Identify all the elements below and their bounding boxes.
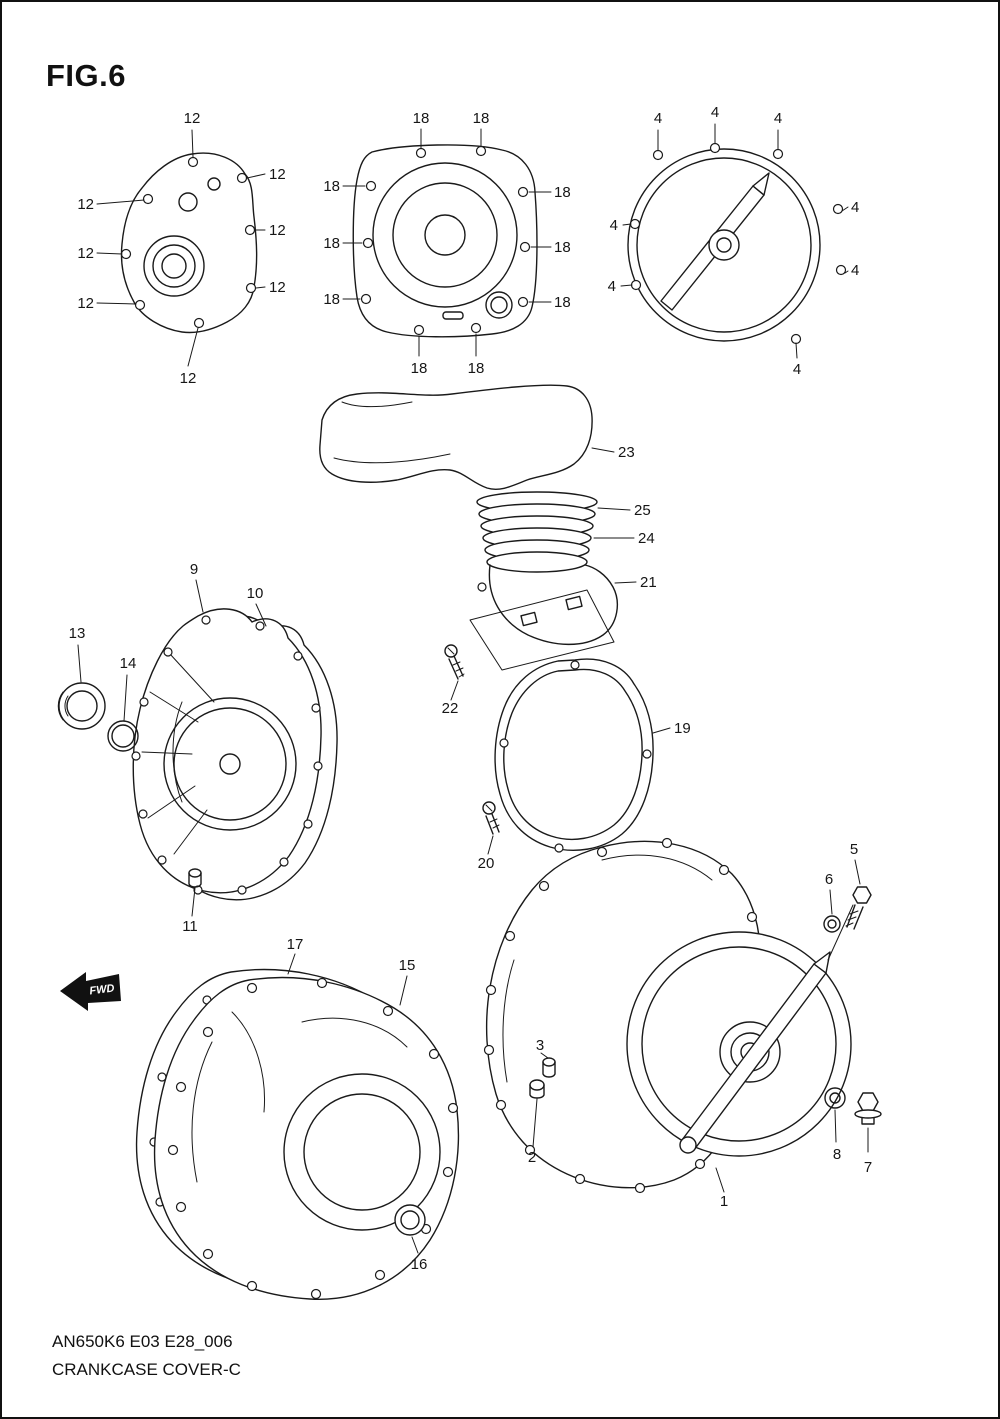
leader-lines-12 — [96, 129, 266, 367]
callout-4: 4 — [851, 199, 859, 216]
plug-bolt-7: 7 — [854, 1092, 882, 1176]
hose-21-outline — [488, 564, 619, 646]
callout-18: 18 — [473, 110, 490, 127]
leader-lines-15-16-17 — [287, 953, 419, 1254]
leader-lines-9-10 — [195, 579, 267, 627]
callout-7: 7 — [864, 1159, 872, 1176]
callout-4: 4 — [711, 104, 719, 121]
cover-crankcase-mid: 18 18 18 18 18 18 18 18 18 18 — [323, 110, 570, 377]
figure-caption: CRANKCASE COVER-C — [52, 1360, 241, 1379]
callout-12: 12 — [269, 279, 286, 296]
callout-18: 18 — [323, 178, 340, 195]
callout-4: 4 — [610, 217, 618, 234]
callout-4: 4 — [851, 262, 859, 279]
callout-12: 12 — [269, 222, 286, 239]
callout-12: 12 — [77, 196, 94, 213]
callout-1: 1 — [720, 1193, 728, 1210]
callout-4: 4 — [608, 278, 616, 295]
callout-4: 4 — [793, 361, 801, 378]
callout-12: 12 — [180, 370, 197, 387]
callout-12: 12 — [269, 166, 286, 183]
callout-16: 16 — [411, 1256, 428, 1273]
callout-9: 9 — [190, 561, 198, 578]
washer-8: 8 — [824, 1087, 846, 1163]
callout-8: 8 — [833, 1146, 841, 1163]
callout-18: 18 — [468, 360, 485, 377]
leader-lines-18 — [342, 128, 552, 357]
callout-21: 21 — [640, 574, 657, 591]
o-ring-14: 14 — [107, 655, 139, 752]
fwd-arrow: FWD — [60, 972, 121, 1011]
dowel-3 — [542, 1057, 556, 1078]
cover-clutch-round: 4 4 4 4 4 4 4 4 — [608, 104, 860, 378]
dowel-2 — [529, 1079, 545, 1099]
cover-9-outline — [132, 608, 322, 894]
callout-22: 22 — [442, 700, 459, 717]
gasket-19-outline — [494, 658, 654, 851]
duct-bellows: 25 24 21 — [469, 491, 657, 671]
leader-lines-4 — [620, 123, 849, 359]
washer-6: 6 — [823, 871, 841, 933]
callout-18: 18 — [411, 360, 428, 377]
cover-bottom-right: 1 2 3 — [483, 837, 854, 1210]
callout-24: 24 — [638, 530, 655, 547]
callout-12: 12 — [77, 245, 94, 262]
callout-5: 5 — [850, 841, 858, 858]
screw-20: 20 — [478, 801, 500, 872]
callout-2: 2 — [528, 1149, 536, 1166]
callout-6: 6 — [825, 871, 833, 888]
callout-18: 18 — [554, 294, 571, 311]
cover-15-outline — [153, 976, 460, 1300]
callout-23: 23 — [618, 444, 635, 461]
callout-14: 14 — [120, 655, 137, 672]
nub-11: 11 — [182, 868, 202, 935]
callout-18: 18 — [554, 184, 571, 201]
callout-15: 15 — [399, 957, 416, 974]
callout-11: 11 — [182, 918, 198, 935]
figure-footer: AN650K6 E03 E28_006 CRANKCASE COVER-C — [52, 1328, 241, 1384]
cover-left-ribbed: 9 10 — [131, 561, 338, 901]
callout-4: 4 — [654, 110, 662, 127]
callout-3: 3 — [536, 1037, 544, 1054]
cover-12-outline — [120, 152, 258, 334]
seal-16 — [394, 1204, 426, 1236]
screw-22: 22 — [442, 644, 465, 717]
cover-magneto-small: 12 12 12 12 12 12 12 12 — [77, 110, 285, 387]
callout-25: 25 — [634, 502, 651, 519]
figure-code: AN650K6 E03 E28_006 — [52, 1332, 233, 1351]
callout-20: 20 — [478, 855, 495, 872]
air-duct: 23 — [319, 384, 635, 490]
callout-19: 19 — [674, 720, 691, 737]
cover-18-outline — [352, 144, 538, 338]
fwd-arrow-icon — [60, 972, 121, 1011]
callout-13: 13 — [69, 625, 86, 642]
callout-12: 12 — [77, 295, 94, 312]
duct-23-outline — [319, 384, 593, 490]
fwd-label: FWD — [89, 983, 115, 998]
callout-17: 17 — [287, 936, 304, 953]
bolt-5: 5 — [845, 841, 872, 930]
cover-4-outline — [627, 148, 821, 342]
callout-4: 4 — [774, 110, 782, 127]
plug-13: 13 — [57, 625, 106, 730]
callout-18: 18 — [323, 291, 340, 308]
leader-lines-bellows — [593, 507, 637, 584]
leader-lines-1-2-3 — [532, 1052, 725, 1193]
gasket-19: 19 — [494, 658, 691, 853]
cover-bottom-left: 17 15 16 — [135, 936, 460, 1300]
callout-18: 18 — [413, 110, 430, 127]
callout-18: 18 — [554, 239, 571, 256]
figure-title: FIG.6 — [46, 58, 127, 93]
callout-12: 12 — [184, 110, 201, 127]
callout-10: 10 — [247, 585, 264, 602]
callout-18: 18 — [323, 235, 340, 252]
